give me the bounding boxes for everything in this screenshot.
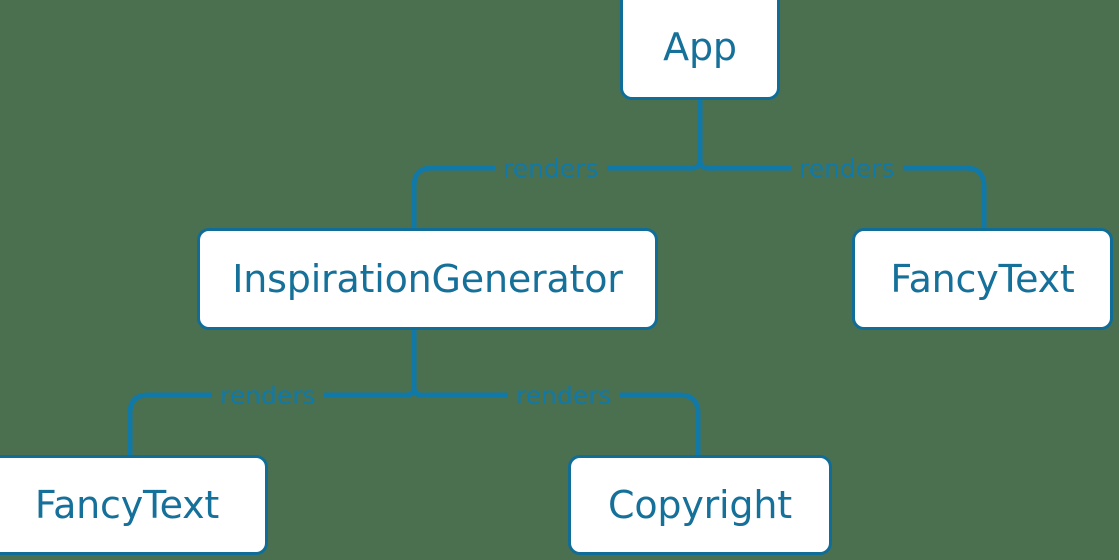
node-fancytext-left[interactable]: FancyText (0, 455, 268, 555)
node-app-label: App (663, 25, 737, 69)
edge-label-inspiration-generator-to-copyright: renders (508, 383, 620, 408)
node-copyright-label: Copyright (608, 483, 792, 527)
edge-inspiration-generator-to-copyright (411, 386, 701, 455)
edge-label-app-to-fancytext-right: renders (791, 156, 903, 181)
node-inspiration-generator-label: InspirationGenerator (232, 257, 623, 301)
edge-app-to-inspiration-generator (411, 159, 703, 228)
node-fancytext-left-label: FancyText (34, 483, 220, 527)
edge-label-app-to-inspiration-generator: renders (495, 156, 607, 181)
node-copyright[interactable]: Copyright (568, 455, 832, 555)
edge-inspiration-generator-to-fancytext-left (127, 386, 417, 455)
node-inspiration-generator[interactable]: InspirationGenerator (197, 228, 658, 330)
node-app[interactable]: App (620, 0, 780, 100)
node-fancytext-right-label: FancyText (890, 257, 1075, 301)
edge-label-inspiration-generator-to-fancytext-left: renders (212, 383, 324, 408)
edge-app-to-fancytext-right (697, 159, 987, 228)
node-fancytext-right[interactable]: FancyText (852, 228, 1113, 330)
